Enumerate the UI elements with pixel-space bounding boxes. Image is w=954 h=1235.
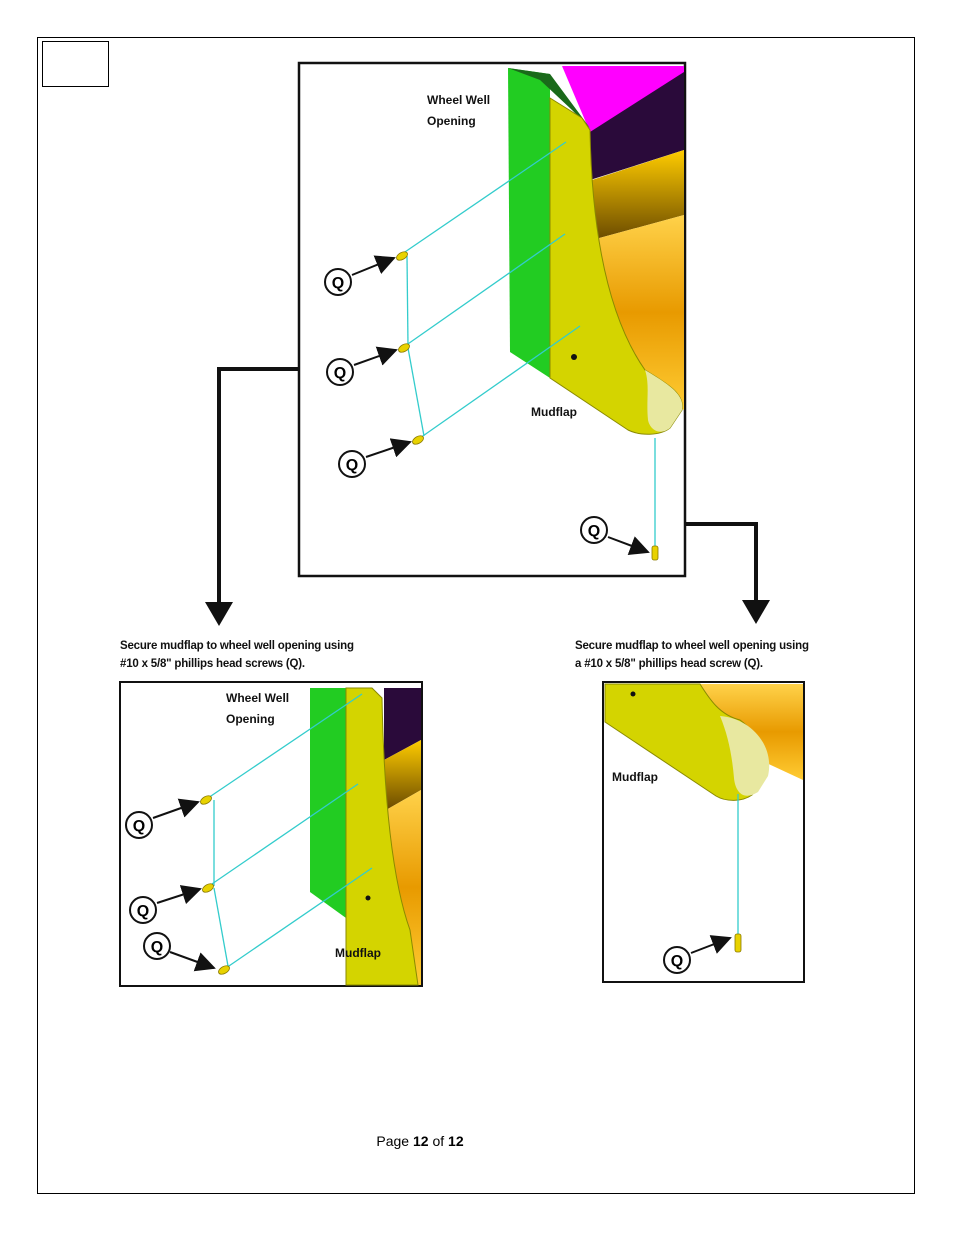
guide-lines	[401, 141, 656, 548]
page-frame	[37, 37, 915, 1194]
callout-q-3: Q	[338, 438, 412, 478]
right-caption-line2: a #10 x 5/8" phillips head screw (Q).	[575, 658, 763, 670]
connector-right	[685, 522, 770, 624]
right-caption: Secure mudflap to wheel well opening usi…	[575, 637, 809, 673]
right-caption-line1: Secure mudflap to wheel well opening usi…	[575, 640, 809, 652]
left-detail-diagram: Q Q Q Wheel Well Opening Mudflap	[119, 681, 423, 987]
page-footer: Page 12 of 12	[0, 1133, 840, 1149]
left-caption-line1: Secure mudflap to wheel well opening usi…	[120, 640, 354, 652]
mudflap-label: Mudflap	[612, 770, 658, 784]
wheel-well-label-line2: Opening	[427, 114, 476, 128]
svg-text:Q: Q	[151, 939, 163, 956]
svg-text:Q: Q	[332, 275, 344, 292]
callout-q-3: Q	[143, 932, 216, 972]
mudflap-label: Mudflap	[531, 405, 577, 419]
mudflap-label: Mudflap	[335, 946, 381, 960]
connector-left	[205, 367, 299, 626]
main-diagram: Q Q Q Q Wheel Well Opening Mudflap	[297, 61, 687, 578]
mudflap-roll	[645, 370, 683, 432]
green-panel	[508, 68, 550, 378]
page-prefix: Page	[376, 1133, 410, 1149]
right-detail-diagram: Q Mudflap	[602, 681, 805, 983]
callout-q-4: Q	[580, 516, 650, 556]
wheel-well-label-line1: Wheel Well	[427, 93, 490, 107]
page-of: of	[432, 1133, 445, 1149]
wheel-well-label-line1: Wheel Well	[226, 691, 289, 705]
mudflap-hole	[571, 354, 577, 360]
screws	[396, 251, 659, 561]
orange-floor	[592, 215, 684, 410]
callout-q: Q	[663, 935, 732, 974]
left-caption: Secure mudflap to wheel well opening usi…	[120, 637, 354, 673]
magenta-top	[562, 66, 684, 132]
page-current: 12	[412, 1133, 429, 1149]
green-panel-top	[508, 68, 590, 128]
mudflap	[345, 687, 419, 986]
svg-text:Q: Q	[137, 903, 149, 920]
svg-text:Q: Q	[588, 523, 600, 540]
wheel-well-label-line2: Opening	[226, 712, 275, 726]
step-number-box	[42, 41, 109, 87]
svg-text:Q: Q	[133, 818, 145, 835]
callout-q-1: Q	[125, 798, 200, 839]
brown-channel	[592, 150, 684, 240]
callout-q-1: Q	[324, 255, 396, 296]
svg-text:Q: Q	[346, 457, 358, 474]
callout-q-2: Q	[129, 885, 202, 924]
svg-text:Q: Q	[671, 953, 683, 970]
callout-q-2: Q	[326, 346, 398, 386]
green-panel	[310, 688, 346, 918]
svg-text:Q: Q	[334, 365, 346, 382]
page-total: 12	[448, 1133, 464, 1149]
left-caption-line2: #10 x 5/8" phillips head screws (Q).	[120, 658, 305, 670]
